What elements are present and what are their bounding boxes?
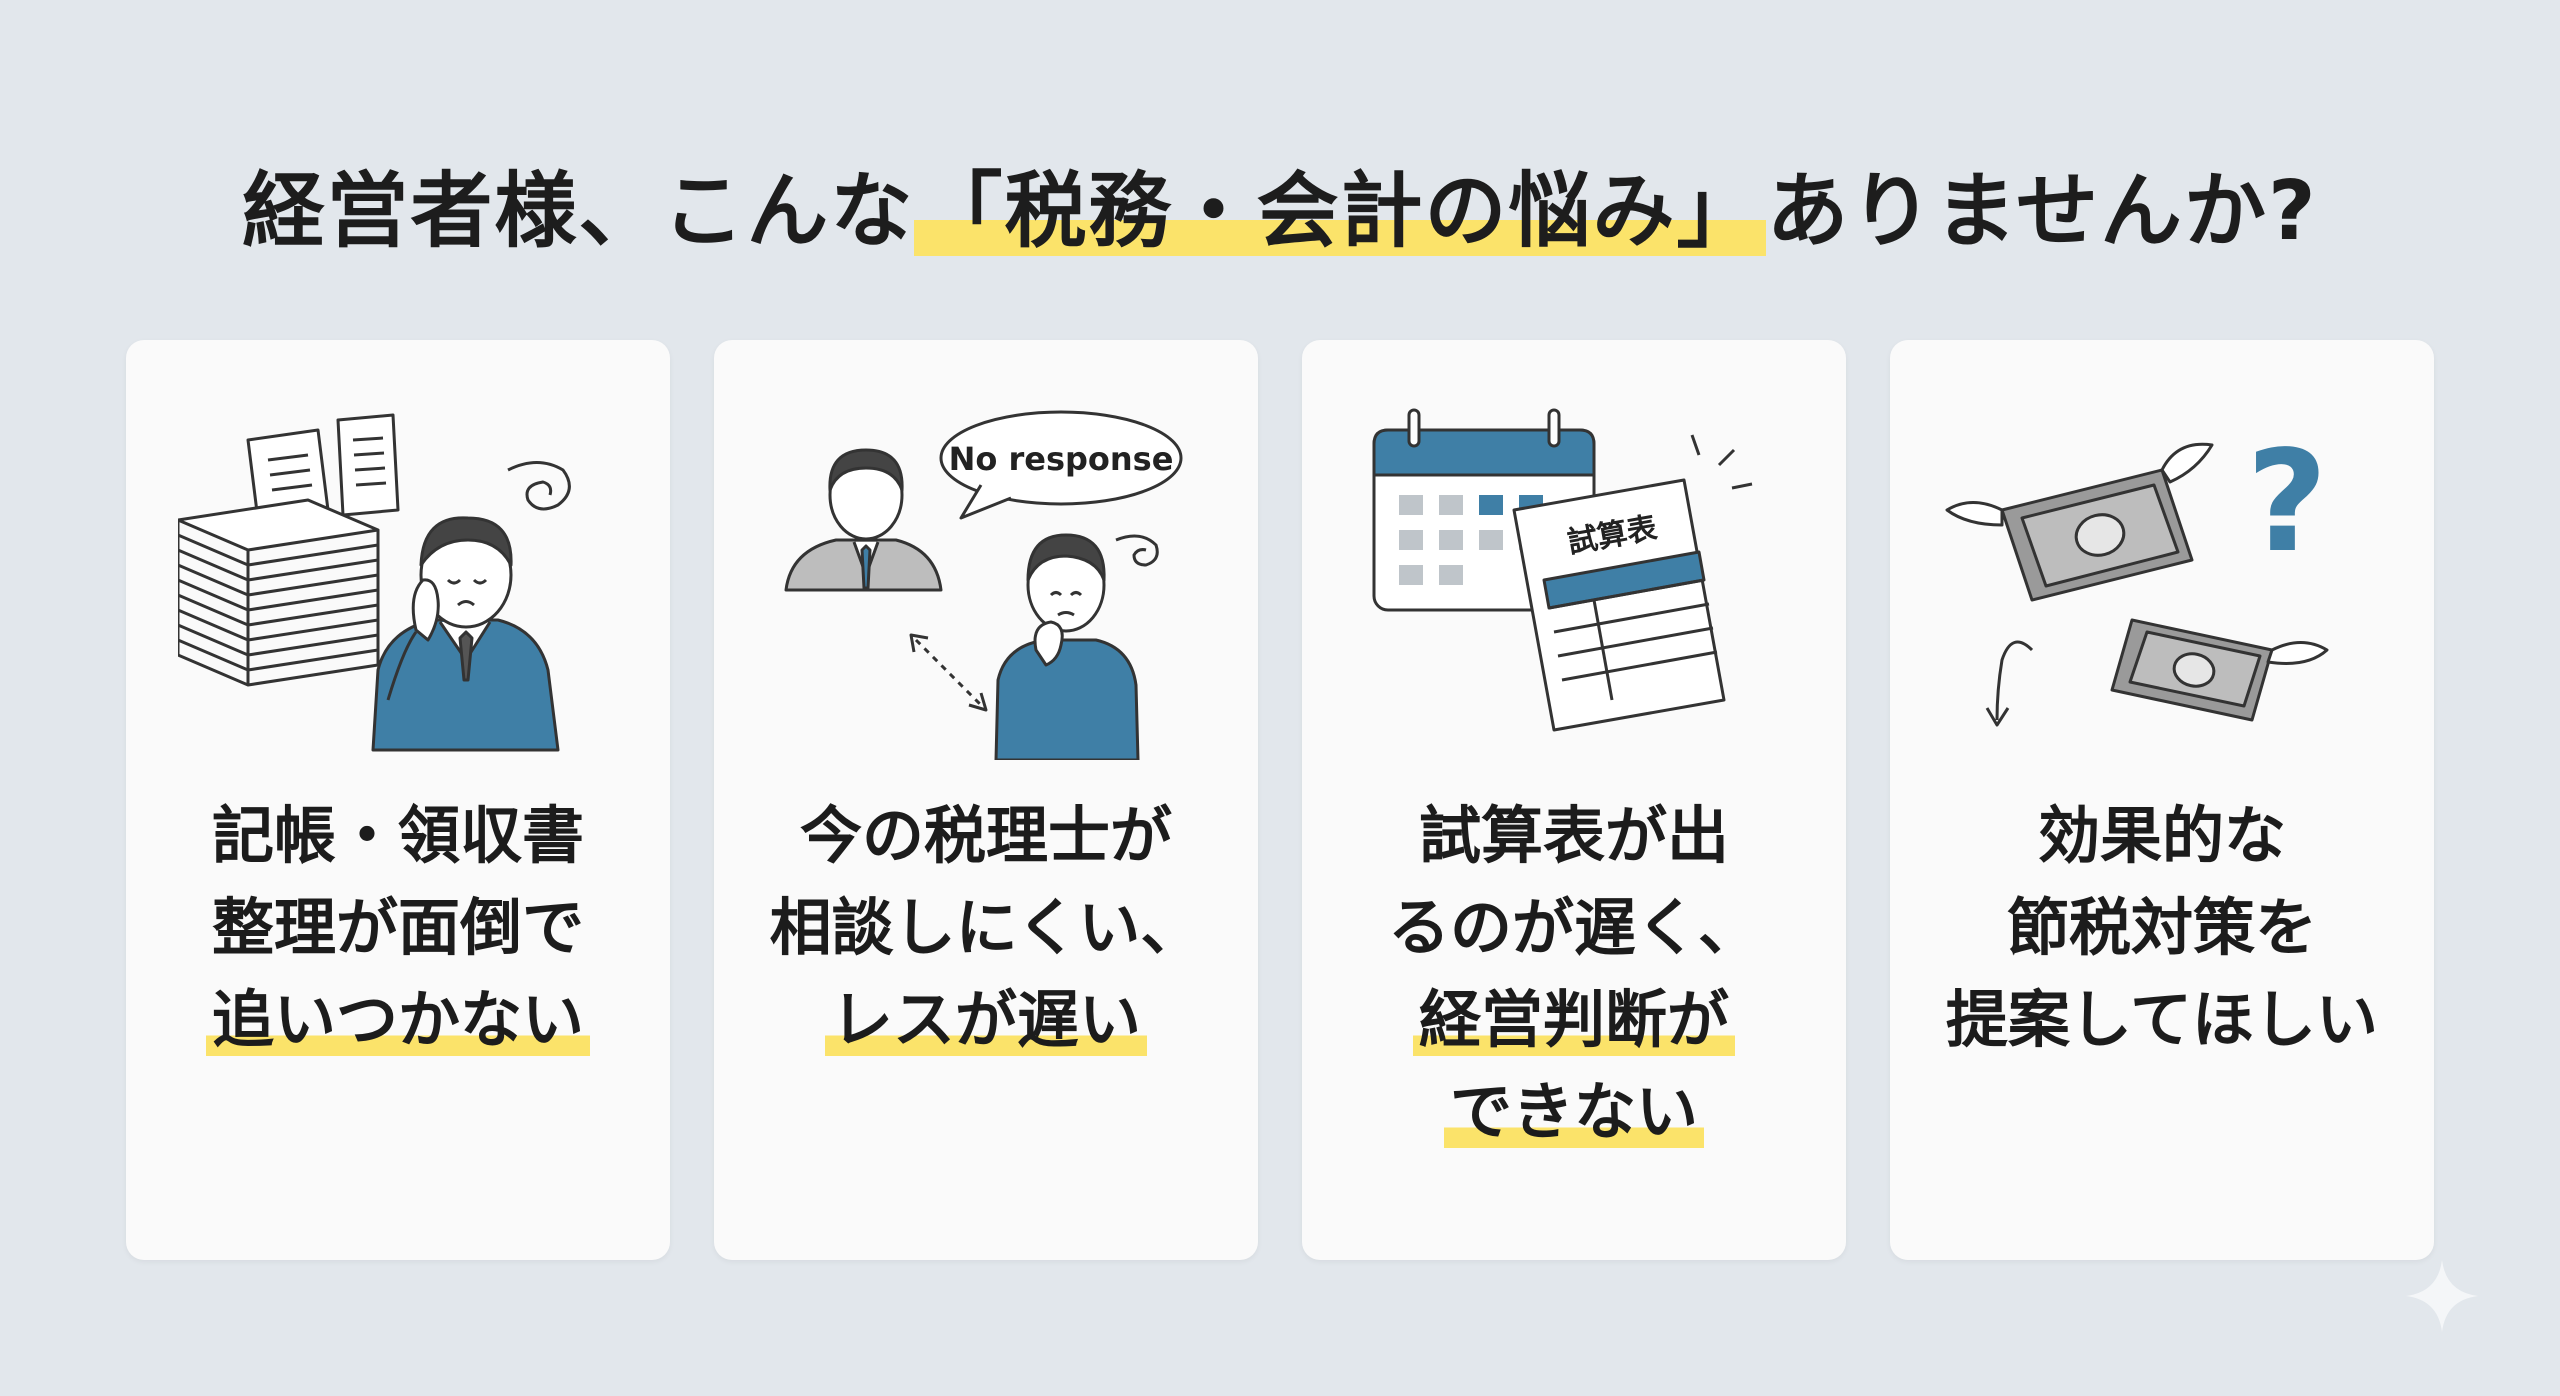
bubble-text: No response <box>949 440 1174 478</box>
calendar-and-trial-balance-icon: 試算表 <box>1372 408 1753 732</box>
card-text: 試算表が出 るのが遅く、 経営判断が できない <box>1302 790 1846 1158</box>
card-line: 効果的な <box>1890 790 2434 882</box>
concern-card-advisor: No response 今の税理士が 相談しにくい、 レスが遅い <box>714 340 1258 1260</box>
card-line-text-highlight: 追いつかない <box>205 983 590 1056</box>
card-line-text: 記帳・領収書 <box>211 799 584 872</box>
stressed-man-with-paper-stack-icon <box>178 413 571 752</box>
card-line-text: るのが遅く、 <box>1387 891 1760 964</box>
sparkle-icon <box>2406 1260 2478 1332</box>
card-line: 今の税理士が <box>714 790 1258 882</box>
page-title: 経営者様、こんな「税務・会計の悩み」ありませんか? <box>0 128 2560 278</box>
card-line: できない <box>1302 1066 1846 1158</box>
card-line: 節税対策を <box>1890 882 2434 974</box>
card-text: 記帳・領収書 整理が面倒で 追いつかない <box>126 790 670 1066</box>
card-line: 整理が面倒で <box>126 882 670 974</box>
card-text: 効果的な 節税対策を 提案してほしい <box>1890 790 2434 1066</box>
concern-card-trial-balance: 試算表 試算表が出 るのが遅く、 経営判断が できない <box>1302 340 1846 1260</box>
card-line-text: 節税対策を <box>2006 891 2317 964</box>
title-suffix: ありませんか? <box>1766 163 2318 259</box>
card-line: レスが遅い <box>714 974 1258 1066</box>
title-prefix: 経営者様、こんな <box>242 163 915 259</box>
card-line: 提案してほしい <box>1890 974 2434 1066</box>
card-line-text: 提案してほしい <box>1945 983 2379 1056</box>
card-text: 今の税理士が 相談しにくい、 レスが遅い <box>714 790 1258 1066</box>
card-line-text-highlight: レスが遅い <box>824 983 1147 1056</box>
card-line: 経営判断が <box>1302 974 1846 1066</box>
card-line-text-highlight: できない <box>1443 1075 1704 1148</box>
card-line: 記帳・領収書 <box>126 790 670 882</box>
card-line-text: 整理が面倒で <box>211 891 584 964</box>
concern-card-tax-saving: ? 効果的な 節税対策を 提案してほしい <box>1890 340 2434 1260</box>
card-line-text: 相談しにくい、 <box>769 891 1203 964</box>
flying-money-question-icon: ? <box>1945 421 2329 727</box>
title-highlight: 「税務・会計の悩み」 <box>914 143 1767 263</box>
card-line: 追いつかない <box>126 974 670 1066</box>
card-line: るのが遅く、 <box>1302 882 1846 974</box>
card-line-text-highlight: 経営判断が <box>1412 983 1735 1056</box>
question-mark-icon: ? <box>2246 421 2327 584</box>
concern-card-bookkeeping: 記帳・領収書 整理が面倒で 追いつかない <box>126 340 670 1260</box>
card-line-text: 今の税理士が <box>799 799 1172 872</box>
card-line-text: 効果的な <box>2037 799 2286 872</box>
no-response-advisor-icon: No response <box>784 410 1183 760</box>
card-line: 相談しにくい、 <box>714 882 1258 974</box>
card-line-text: 試算表が出 <box>1418 799 1729 872</box>
card-line: 試算表が出 <box>1302 790 1846 882</box>
